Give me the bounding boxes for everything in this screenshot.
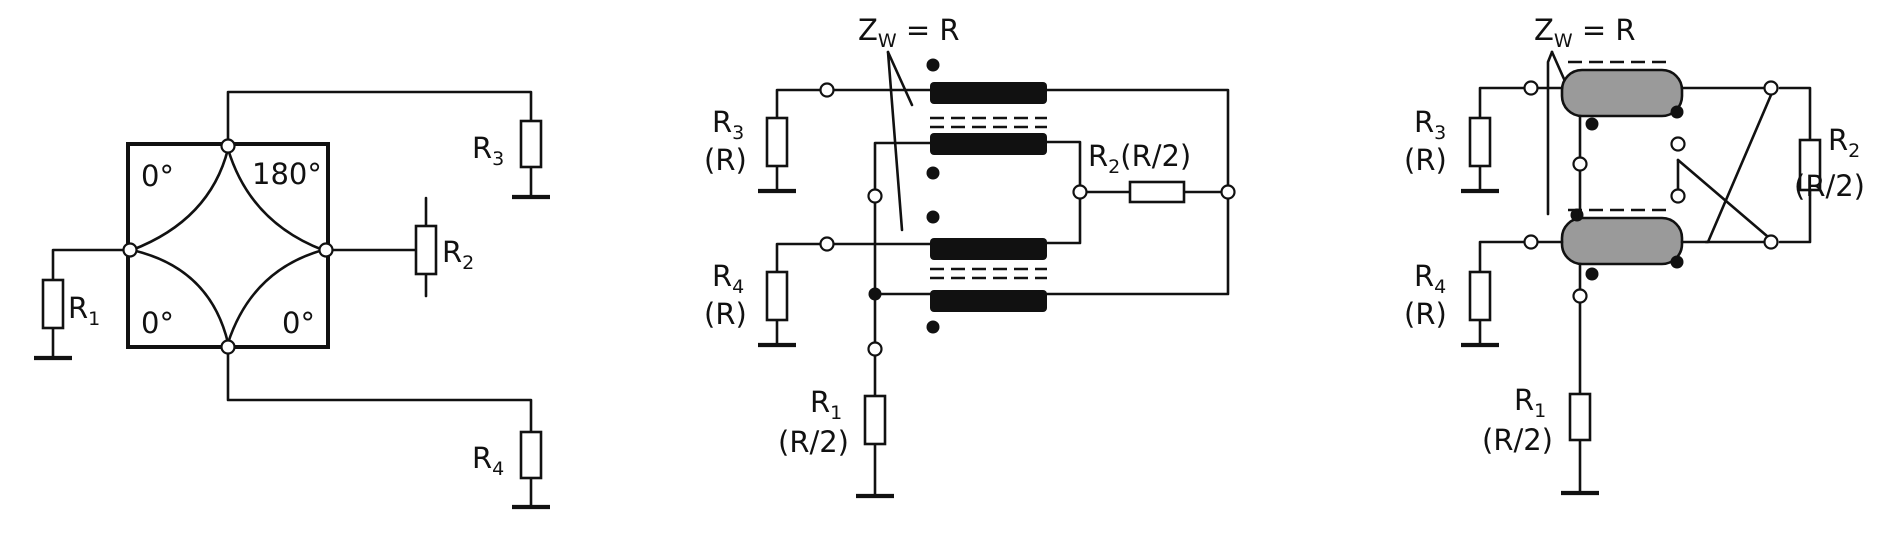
- resistor-r1: [863, 394, 887, 446]
- node-r3: [819, 82, 835, 98]
- polarity-dot: [926, 210, 940, 224]
- polarity-dot: [1570, 208, 1584, 222]
- label-r1: R1: [1514, 383, 1546, 422]
- arc-bottom-left: [130, 248, 230, 345]
- wire-to-r3: [775, 88, 826, 120]
- phase-top-right: 180°: [252, 157, 322, 191]
- node-r2-left: [1072, 184, 1088, 200]
- label-r4-value: (R): [704, 297, 747, 331]
- wire-cross-2: [1676, 158, 1776, 244]
- resistor-r2: [1798, 138, 1822, 192]
- label-r2: R2: [1828, 123, 1860, 162]
- wire-to-r3: [226, 90, 533, 147]
- label-r1-value: (R/2): [1482, 423, 1553, 457]
- resistor-r3: [765, 116, 789, 168]
- node-inner: [1572, 156, 1588, 172]
- wire-to-r1: [51, 248, 130, 282]
- label-zw: ZW = R: [1534, 13, 1636, 52]
- polarity-dot: [1585, 117, 1599, 131]
- label-r4-value: (R): [1404, 297, 1447, 331]
- label-r1-value: (R/2): [778, 425, 849, 459]
- phase-bottom-left: 0°: [141, 306, 174, 340]
- arc-top-left: [130, 147, 230, 252]
- resistor-r1: [1568, 392, 1592, 442]
- node-r2-right: [1220, 184, 1236, 200]
- node-left-mid: [867, 188, 883, 204]
- node-r4: [819, 236, 835, 252]
- node-upper-right: [1763, 80, 1779, 96]
- resistor-r3: [1468, 116, 1492, 168]
- resistor-r4: [519, 430, 543, 480]
- polarity-dot: [926, 320, 940, 334]
- node-top: [220, 138, 236, 154]
- resistor-r4: [765, 270, 789, 322]
- arc-bottom-right: [226, 248, 325, 345]
- zw-pointer-1: [886, 50, 914, 107]
- phase-bottom-right: 0°: [282, 306, 315, 340]
- resistor-r2: [1128, 180, 1186, 204]
- label-r3: R3: [712, 105, 744, 144]
- label-zw: ZW = R: [858, 13, 960, 52]
- polarity-dot: [926, 58, 940, 72]
- node-cross-upper: [1670, 136, 1686, 152]
- coax-upper: [1560, 68, 1684, 118]
- winding-2: [930, 133, 1047, 155]
- wire-to-r4: [226, 345, 533, 434]
- zw-pointer: [1546, 50, 1554, 216]
- zw-pointer-2: [886, 50, 904, 232]
- node-right: [318, 242, 334, 258]
- label-r3: R3: [1414, 105, 1446, 144]
- resistor-r1: [41, 278, 65, 330]
- node-bottom: [220, 339, 236, 355]
- diagram-a-hybrid-network: 0° 180° 0° 0° R1 R2 R3 R4: [34, 90, 550, 510]
- label-r3-value: (R): [704, 143, 747, 177]
- resistor-r2: [414, 224, 438, 276]
- polarity-dot: [1585, 267, 1599, 281]
- label-r1: R1: [68, 291, 100, 330]
- node-r3: [1523, 80, 1539, 96]
- polarity-dot: [926, 166, 940, 180]
- phase-top-left: 0°: [141, 159, 174, 193]
- coax-lower: [1560, 216, 1684, 266]
- wire-cross-1: [1704, 86, 1776, 244]
- winding-4: [930, 290, 1047, 312]
- label-r1: R1: [810, 385, 842, 424]
- label-r4: R4: [472, 441, 504, 480]
- label-r2-value: (R/2): [1794, 169, 1865, 203]
- polarity-dot: [1670, 255, 1684, 269]
- node-lower-right: [1763, 234, 1779, 250]
- label-r2: R2: [442, 235, 474, 274]
- label-r4: R4: [1414, 259, 1446, 298]
- label-r3: R3: [472, 131, 504, 170]
- wire-to-r3: [1478, 86, 1530, 120]
- node-cross-lower: [1670, 188, 1686, 204]
- node-r1: [867, 341, 883, 357]
- label-r2: R2(R/2): [1088, 139, 1191, 178]
- node-left: [122, 242, 138, 258]
- diagram-b-transformer-network: ZW = R: [704, 13, 1236, 499]
- junction-dot: [868, 287, 882, 301]
- node-r1: [1572, 288, 1588, 304]
- winding-1: [930, 82, 1047, 104]
- node-r4: [1523, 234, 1539, 250]
- wire-to-r4: [775, 242, 826, 274]
- resistor-r3: [519, 119, 543, 169]
- label-r3-value: (R): [1404, 143, 1447, 177]
- diagram-c-coax-network: ZW = R: [1404, 13, 1865, 496]
- polarity-dot: [1670, 105, 1684, 119]
- resistor-r4: [1468, 270, 1492, 322]
- wire-to-r4: [1478, 240, 1530, 274]
- label-r4: R4: [712, 259, 744, 298]
- winding-3: [930, 238, 1047, 260]
- arc-top-right: [226, 147, 325, 252]
- wire-left-loop: [873, 141, 932, 296]
